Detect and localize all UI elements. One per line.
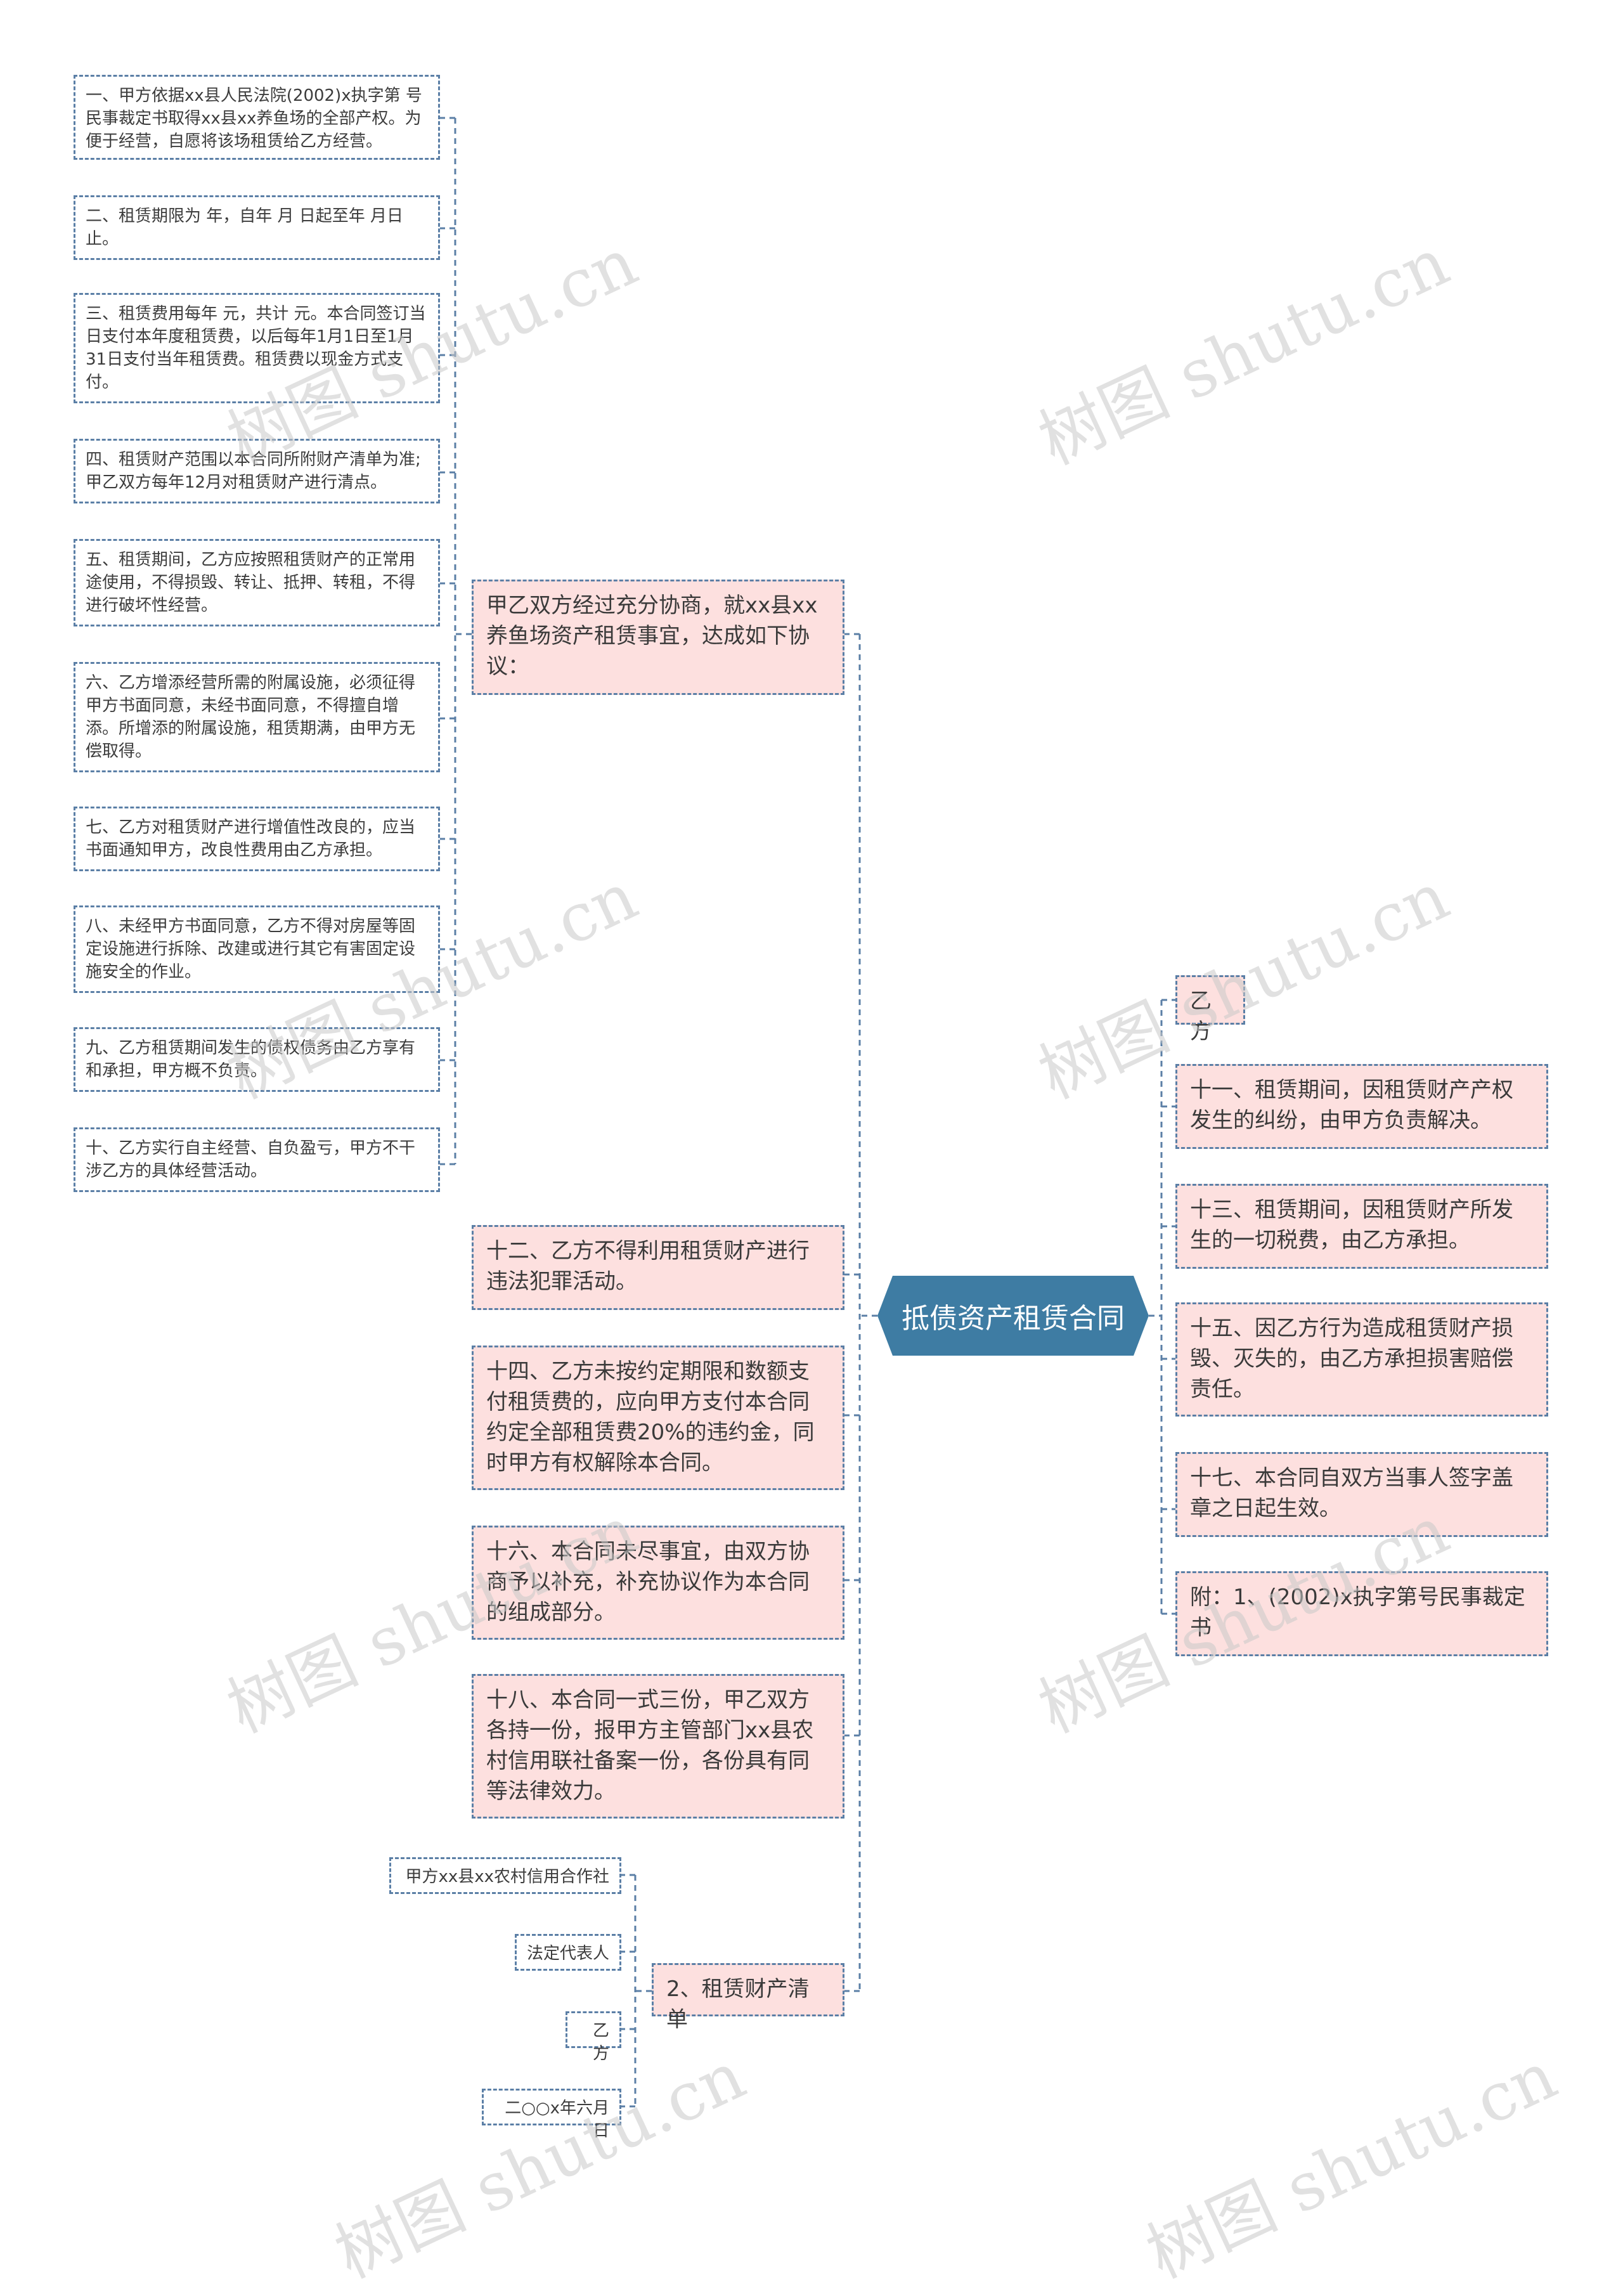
clause-3-node[interactable]: 三、租赁费用每年 元，共计 元。本合同签订当日支付本年度租赁费，以后每年1月1日… xyxy=(74,293,440,403)
signature-date[interactable]: 二○○x年六月日 xyxy=(482,2089,621,2141)
clause-14-node[interactable]: 十四、乙方未按约定期限和数额支付租赁费的，应向甲方支付本合同约定全部租赁费20%… xyxy=(472,1346,844,1490)
clause-7-node[interactable]: 七、乙方对租赁财产进行增值性改良的，应当书面通知甲方，改良性费用由乙方承担。 xyxy=(74,807,440,871)
signature-party-a[interactable]: 甲方xx县xx农村信用合作社 xyxy=(389,1857,621,1894)
clause-6-node[interactable]: 六、乙方增添经营所需的附属设施，必须征得甲方书面同意，未经书面同意，不得擅自增添… xyxy=(74,662,440,772)
clause-4-node[interactable]: 四、租赁财产范围以本合同所附财产清单为准;甲乙双方每年12月对租赁财产进行清点。 xyxy=(74,439,440,503)
clause-8-node[interactable]: 八、未经甲方书面同意，乙方不得对房屋等固定设施进行拆除、改建或进行其它有害固定设… xyxy=(74,905,440,993)
root-title: 抵债资产租赁合同 xyxy=(902,1302,1125,1335)
root-hexagon-shape xyxy=(877,1276,1149,1356)
clause-18-node[interactable]: 十八、本合同一式三份，甲乙双方各持一份，报甲方主管部门xx县农村信用联社备案一份… xyxy=(472,1674,844,1819)
clause-12-node[interactable]: 十二、乙方不得利用租赁财产进行违法犯罪活动。 xyxy=(472,1225,844,1310)
clause-9-node[interactable]: 九、乙方租赁期间发生的债权债务由乙方享有和承担，甲方概不负责。 xyxy=(74,1027,440,1092)
party-b-node[interactable]: 乙方 xyxy=(1175,975,1245,1044)
attachment-node[interactable]: 附：1、(2002)x执字第号民事裁定书 xyxy=(1175,1571,1548,1656)
clause-5-node[interactable]: 五、租赁期间，乙方应按照租赁财产的正常用途使用，不得损毁、转让、抵押、转租，不得… xyxy=(74,539,440,626)
signature-party-b[interactable]: 乙方 xyxy=(566,2011,621,2063)
root-node[interactable]: 抵债资产租赁合同 xyxy=(877,1276,1149,1356)
clause-13-node[interactable]: 十三、租赁期间，因租赁财产所发生的一切税费，由乙方承担。 xyxy=(1175,1184,1548,1269)
clause-16-node[interactable]: 十六、本合同未尽事宜，由双方协商予以补充，补充协议作为本合同的组成部分。 xyxy=(472,1526,844,1640)
clause-11-node[interactable]: 十一、租赁期间，因租赁财产产权发生的纠纷，由甲方负责解决。 xyxy=(1175,1064,1548,1149)
property-list-node[interactable]: 2、租赁财产清单 xyxy=(652,1963,844,2032)
connector-lines xyxy=(440,117,1175,2108)
agreement-node[interactable]: 甲乙双方经过充分协商，就xx县xx养鱼场资产租赁事宜，达成如下协议： xyxy=(472,580,844,695)
clause-17-node[interactable]: 十七、本合同自双方当事人签字盖章之日起生效。 xyxy=(1175,1452,1548,1537)
clause-1-node[interactable]: 一、甲方依据xx县人民法院(2002)x执字第 号民事裁定书取得xx县xx养鱼场… xyxy=(74,75,440,160)
clause-15-node[interactable]: 十五、因乙方行为造成租赁财产损毁、灭失的，由乙方承担损害赔偿责任。 xyxy=(1175,1302,1548,1417)
clause-2-node[interactable]: 二、租赁期限为 年，自年 月 日起至年 月日止。 xyxy=(74,195,440,260)
signature-legal-rep[interactable]: 法定代表人 xyxy=(515,1934,621,1971)
clause-10-node[interactable]: 十、乙方实行自主经营、自负盈亏，甲方不干涉乙方的具体经营活动。 xyxy=(74,1127,440,1192)
